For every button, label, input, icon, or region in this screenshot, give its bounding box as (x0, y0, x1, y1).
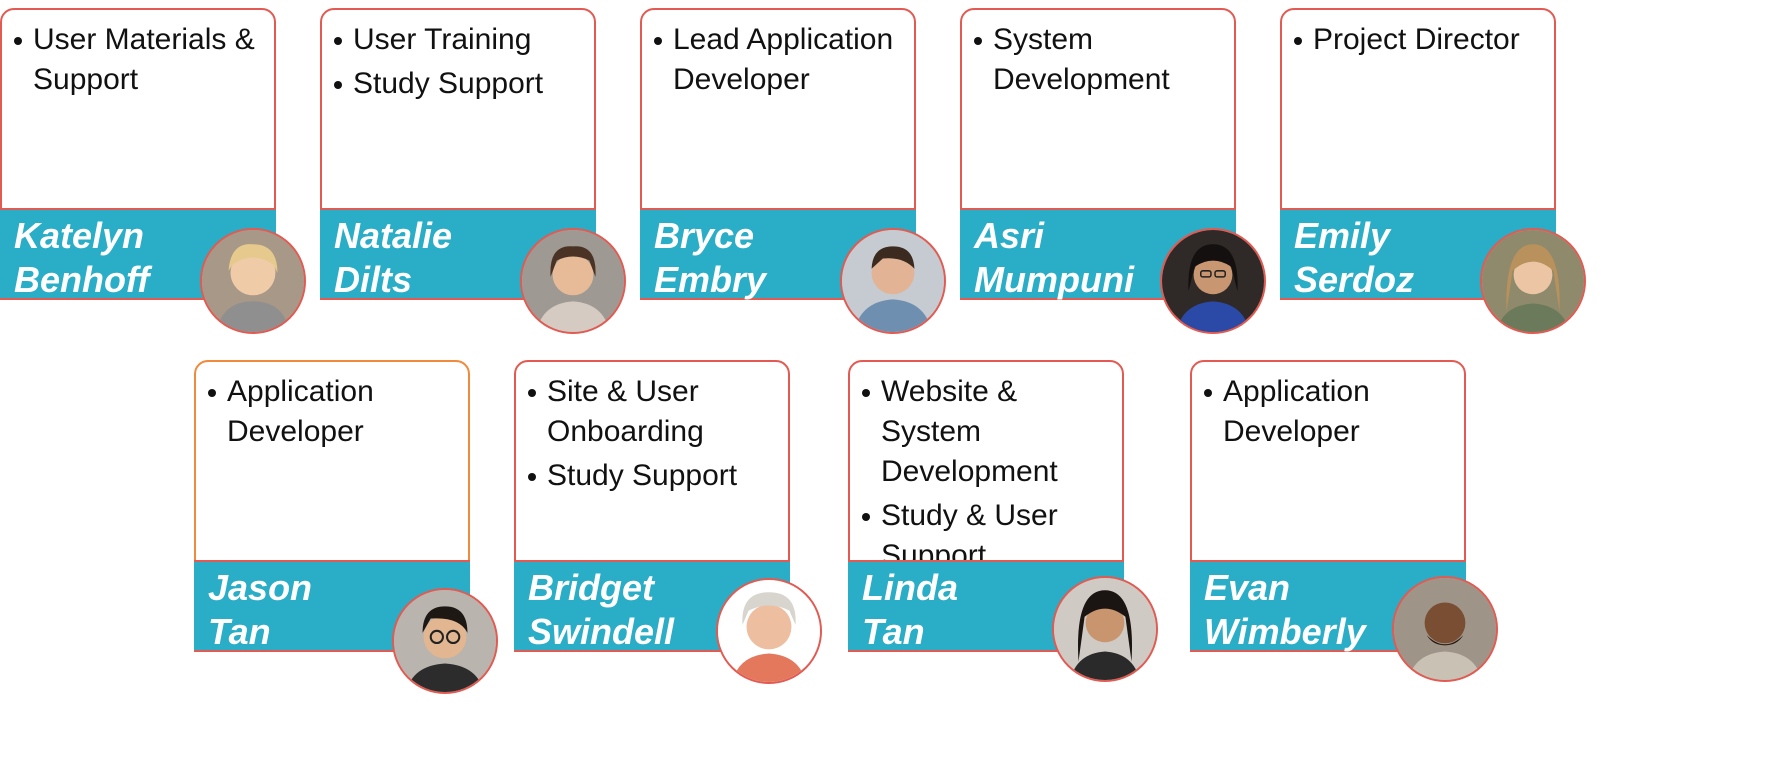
first-name: Jason (208, 567, 313, 608)
member-name: Linda Tan (862, 566, 958, 654)
team-card-bridget-swindell: Site & User Onboarding Study Support Bri… (514, 360, 822, 684)
role-item: Lead Application Developer (652, 20, 900, 100)
role-list: Application Developer (1192, 362, 1464, 452)
avatar-photo (1160, 228, 1266, 334)
role-item: Site & User Onboarding (526, 372, 774, 452)
first-name: Asri (974, 215, 1045, 256)
name-bar: Natalie Dilts (320, 208, 596, 300)
first-name: Emily (1294, 215, 1391, 256)
avatar-photo (1392, 576, 1498, 682)
avatar-photo (392, 588, 498, 694)
avatar-photo (1480, 228, 1586, 334)
team-card-asri-mumpuni: System Development Asri Mumpuni (960, 8, 1266, 334)
last-name: Serdoz (1294, 259, 1415, 300)
role-list: Application Developer (196, 362, 468, 452)
team-card-jason-tan: Application Developer Jason Tan (194, 360, 498, 694)
last-name: Dilts (334, 259, 413, 300)
member-name: Emily Serdoz (1294, 214, 1414, 302)
member-name: Natalie Dilts (334, 214, 452, 302)
role-list: System Development (962, 10, 1234, 100)
role-list: Website & System Development Study & Use… (850, 362, 1122, 576)
team-card-emily-serdoz: Project Director Emily Serdoz (1280, 8, 1586, 334)
first-name: Bryce (654, 215, 755, 256)
member-name: Katelyn Benhoff (14, 214, 149, 302)
first-name: Natalie (334, 215, 453, 256)
role-list: Lead Application Developer (642, 10, 914, 100)
member-name: Bridget Swindell (528, 566, 674, 654)
first-name: Linda (862, 567, 958, 608)
member-name: Bryce Embry (654, 214, 766, 302)
last-name: Swindell (528, 611, 675, 652)
member-name: Asri Mumpuni (974, 214, 1134, 302)
first-name: Bridget (528, 567, 654, 608)
role-list: Site & User Onboarding Study Support (516, 362, 788, 496)
role-item: System Development (972, 20, 1220, 100)
first-name: Katelyn (14, 215, 145, 256)
team-card-evan-wimberly: Application Developer Evan Wimberly (1190, 360, 1498, 682)
team-card-natalie-dilts: User Training Study Support Natalie Dilt… (320, 8, 626, 334)
team-card-bryce-embry: Lead Application Developer Bryce Embry (640, 8, 946, 334)
last-name: Tan (862, 611, 925, 652)
avatar-photo (840, 228, 946, 334)
avatar-photo (200, 228, 306, 334)
team-card-katelyn-benhoff: User Materials & Support Katelyn Benhoff (0, 8, 306, 334)
role-item: User Materials & Support (12, 20, 260, 100)
role-item: User Training (332, 20, 580, 60)
role-item: Application Developer (1202, 372, 1450, 452)
member-name: Jason Tan (208, 566, 312, 654)
avatar-photo (520, 228, 626, 334)
role-item: Website & System Development (860, 372, 1108, 492)
role-list: User Training Study Support (322, 10, 594, 104)
role-item: Study Support (526, 456, 774, 496)
member-name: Evan Wimberly (1204, 566, 1366, 654)
last-name: Tan (208, 611, 271, 652)
role-item: Application Developer (206, 372, 454, 452)
avatar-photo (1052, 576, 1158, 682)
role-item: Study Support (332, 64, 580, 104)
first-name: Evan (1204, 567, 1291, 608)
last-name: Wimberly (1204, 611, 1366, 652)
last-name: Mumpuni (974, 259, 1134, 300)
role-list: User Materials & Support (2, 10, 274, 100)
role-list: Project Director (1282, 10, 1554, 60)
role-item: Project Director (1292, 20, 1540, 60)
last-name: Benhoff (14, 259, 150, 300)
last-name: Embry (654, 259, 767, 300)
avatar-photo (716, 578, 822, 684)
team-card-linda-tan: Website & System Development Study & Use… (848, 360, 1158, 682)
